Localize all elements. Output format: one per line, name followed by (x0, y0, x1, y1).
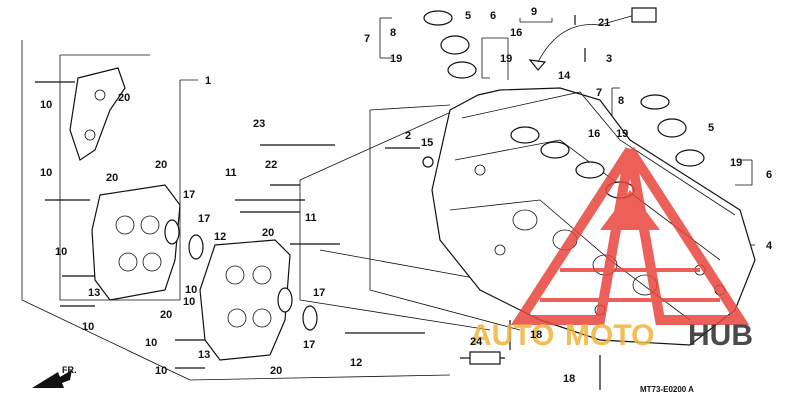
camshaft-holder-left (91, 184, 181, 301)
callout-label: 9 (531, 6, 537, 18)
callout-label: 13 (198, 349, 210, 361)
callout-label: 17 (183, 189, 195, 201)
callout-label: 10 (55, 246, 67, 258)
callout-label: 18 (530, 329, 542, 341)
callout-label: 19 (730, 157, 742, 169)
callout-label: 8 (390, 27, 396, 39)
callout-label: 21 (598, 17, 610, 29)
callout-label: 10 (40, 167, 52, 179)
callout-label: 16 (510, 27, 522, 39)
bolts (35, 15, 601, 390)
callout-label: 5 (465, 10, 471, 22)
callout-label: 6 (490, 10, 496, 22)
callout-label: 20 (262, 227, 274, 239)
callout-label: 23 (253, 118, 265, 130)
callout-label: 5 (708, 122, 714, 134)
callout-label: 10 (183, 296, 195, 308)
callout-label: 20 (270, 365, 282, 377)
o-rings (164, 156, 434, 331)
watermark-text-moto: MOTO (565, 319, 654, 352)
spark-plug (460, 351, 501, 365)
intake-rubbers (423, 7, 705, 167)
callout-label: 14 (558, 70, 571, 82)
callout-label: 10 (155, 365, 167, 377)
callout-label: 24 (470, 336, 483, 348)
callout-label: 19 (616, 128, 628, 140)
drawing-code: MT73-E0200 A (640, 385, 694, 394)
watermark-text-auto: AUTO (470, 319, 554, 352)
callout-label: 13 (88, 287, 100, 299)
callout-label: 12 (350, 357, 362, 369)
callout-label: 17 (313, 287, 325, 299)
callout-label: 20 (106, 172, 118, 184)
callout-label: 17 (198, 213, 210, 225)
callout-label: 10 (145, 337, 157, 349)
callout-label: 20 (160, 309, 172, 321)
watermark-text-hub: HUB (688, 319, 753, 352)
top-bracket (69, 67, 126, 161)
callout-label: 11 (305, 212, 317, 224)
callout-label: 18 (563, 373, 575, 385)
direction-label: FR. (62, 365, 77, 375)
callout-label: 19 (500, 53, 512, 65)
callout-labels: 1 2 3 4 5 5 6 6 7 7 8 8 9 10 10 10 10 10… (40, 6, 773, 385)
callout-label: 20 (118, 92, 130, 104)
callout-label: 8 (618, 95, 624, 107)
callout-label: 1 (205, 75, 211, 87)
callout-label: 11 (225, 167, 237, 179)
callout-label: 19 (390, 53, 402, 65)
callout-label: 12 (214, 231, 226, 243)
callout-label: 7 (364, 33, 370, 45)
callout-label: 4 (766, 240, 773, 252)
watermark: AUTO MOTO HUB (470, 147, 753, 352)
callout-label: 10 (185, 284, 197, 296)
cylinder-head (431, 87, 756, 346)
callout-label: 3 (606, 53, 612, 65)
callout-label: 2 (405, 130, 411, 142)
callout-label: 15 (421, 137, 433, 149)
watermark-logo-icon (510, 147, 750, 325)
callout-label: 10 (82, 321, 94, 333)
callout-label: 20 (155, 159, 167, 171)
callout-label: 22 (265, 159, 277, 171)
front-arrow: FR. (32, 365, 77, 388)
camshaft-holder-right (199, 239, 291, 361)
callout-label: 10 (40, 99, 52, 111)
callout-label: 17 (303, 339, 315, 351)
callout-label: 16 (588, 128, 600, 140)
callout-label: 6 (766, 169, 772, 181)
callout-label: 7 (596, 87, 602, 99)
